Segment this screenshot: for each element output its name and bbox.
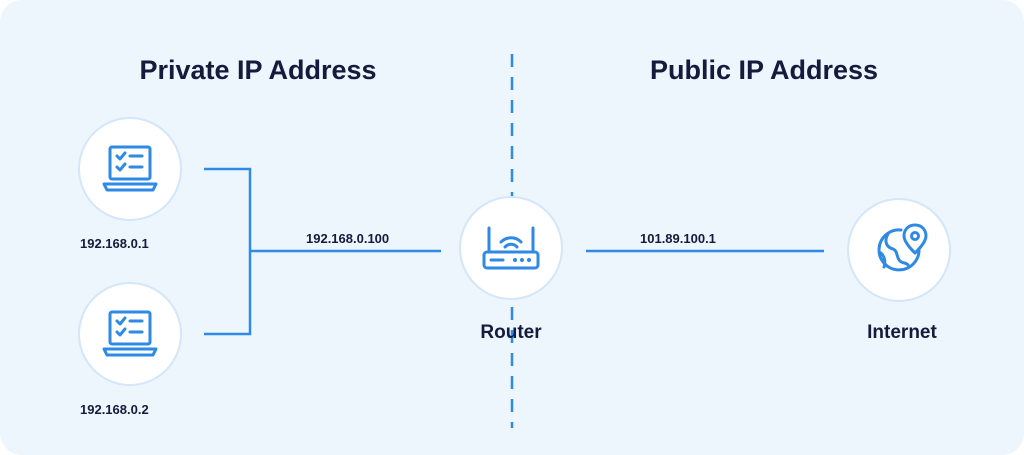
internet-label: Internet — [867, 322, 937, 343]
router-label: Router — [480, 322, 542, 343]
laptop-checklist-icon — [102, 310, 158, 357]
private-link-ip-label: 192.168.0.100 — [306, 231, 390, 246]
laptop-2-ip-label: 192.168.0.2 — [80, 402, 149, 417]
laptop-links-connector — [204, 167, 252, 336]
laptop-checklist-icon — [102, 145, 158, 192]
private-ip-heading: Private IP Address — [139, 55, 377, 85]
router-node — [459, 196, 563, 300]
public-link-ip-label: 101.89.100.1 — [640, 231, 716, 246]
laptop-1-node — [78, 117, 182, 221]
wifi-router-icon — [482, 226, 540, 270]
internet-node — [847, 198, 951, 302]
laptop-2-node — [78, 282, 182, 386]
globe-location-pin-icon — [877, 223, 928, 272]
laptop-1-ip-label: 192.168.0.1 — [80, 236, 149, 251]
public-ip-heading: Public IP Address — [649, 55, 879, 85]
